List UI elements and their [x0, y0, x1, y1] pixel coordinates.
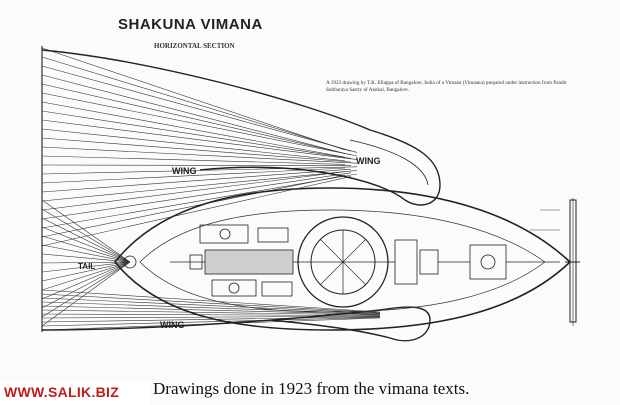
fan-line — [41, 92, 358, 157]
fan-line — [41, 244, 131, 263]
fan-line — [41, 317, 381, 327]
fan-line — [41, 261, 131, 291]
tail-label: TAIL — [78, 262, 95, 271]
fan-line — [41, 217, 131, 263]
fan-line — [41, 83, 352, 156]
site-watermark: WWW.SALIK.BIZ — [0, 381, 150, 405]
fan-line — [41, 65, 358, 153]
drawing-note: A 1923 drawing by T.K. Ellappa of Bangal… — [326, 80, 567, 93]
fan-line — [41, 235, 131, 263]
fan-line — [41, 110, 352, 159]
fan-line — [41, 171, 346, 211]
fan-line — [41, 176, 352, 247]
fan-line — [41, 164, 352, 166]
fan-line — [41, 173, 358, 229]
fan-line — [41, 101, 346, 158]
fan-line — [41, 47, 346, 151]
fan-line — [41, 261, 131, 309]
lower-wing-outline — [41, 306, 431, 342]
drawing-caption: Drawings done in 1923 from the vimana te… — [153, 379, 470, 398]
fan-line — [41, 166, 358, 175]
fan-line — [41, 226, 131, 263]
fan-line — [41, 261, 131, 318]
fan-line — [41, 146, 358, 164]
fan-line — [41, 167, 346, 184]
wing-label-lower: WING — [160, 320, 185, 330]
wing-fan-lines — [41, 46, 381, 332]
fan-line — [41, 137, 352, 163]
fuselage-outline — [113, 187, 572, 331]
fan-line — [41, 56, 352, 152]
fan-line — [41, 174, 346, 238]
fan-line — [41, 305, 381, 315]
wing-label-upper-left: WING — [172, 166, 197, 176]
upper-wing-outline — [41, 49, 441, 206]
diagram-subtitle: HORIZONTAL SECTION — [154, 42, 235, 50]
fan-line — [41, 155, 346, 165]
fan-line — [41, 168, 352, 193]
upper-wing-outline-inner — [349, 139, 429, 186]
fan-line — [41, 119, 358, 160]
fan-line — [41, 261, 131, 300]
watermark-text: WWW.SALIK.BIZ — [4, 384, 120, 400]
fan-line — [41, 128, 346, 162]
fan-line — [41, 208, 131, 263]
wing-label-upper-right: WING — [356, 156, 381, 166]
fan-line — [41, 261, 131, 282]
dimension-marks — [530, 209, 560, 231]
fan-line — [41, 316, 381, 323]
fan-line — [41, 199, 131, 263]
engine-machinery — [123, 224, 560, 297]
center-crosshair-d2 — [319, 238, 367, 286]
fan-line — [41, 261, 131, 327]
fan-line — [41, 170, 358, 202]
fan-line — [41, 309, 381, 316]
fan-line — [41, 293, 381, 313]
fan-line — [41, 172, 352, 220]
fan-line — [41, 289, 381, 313]
fan-line — [41, 74, 346, 154]
diagram-title: SHAKUNA VIMANA — [118, 16, 263, 33]
fan-line — [41, 297, 381, 314]
nose-propeller — [565, 198, 580, 326]
fan-line — [41, 315, 381, 319]
